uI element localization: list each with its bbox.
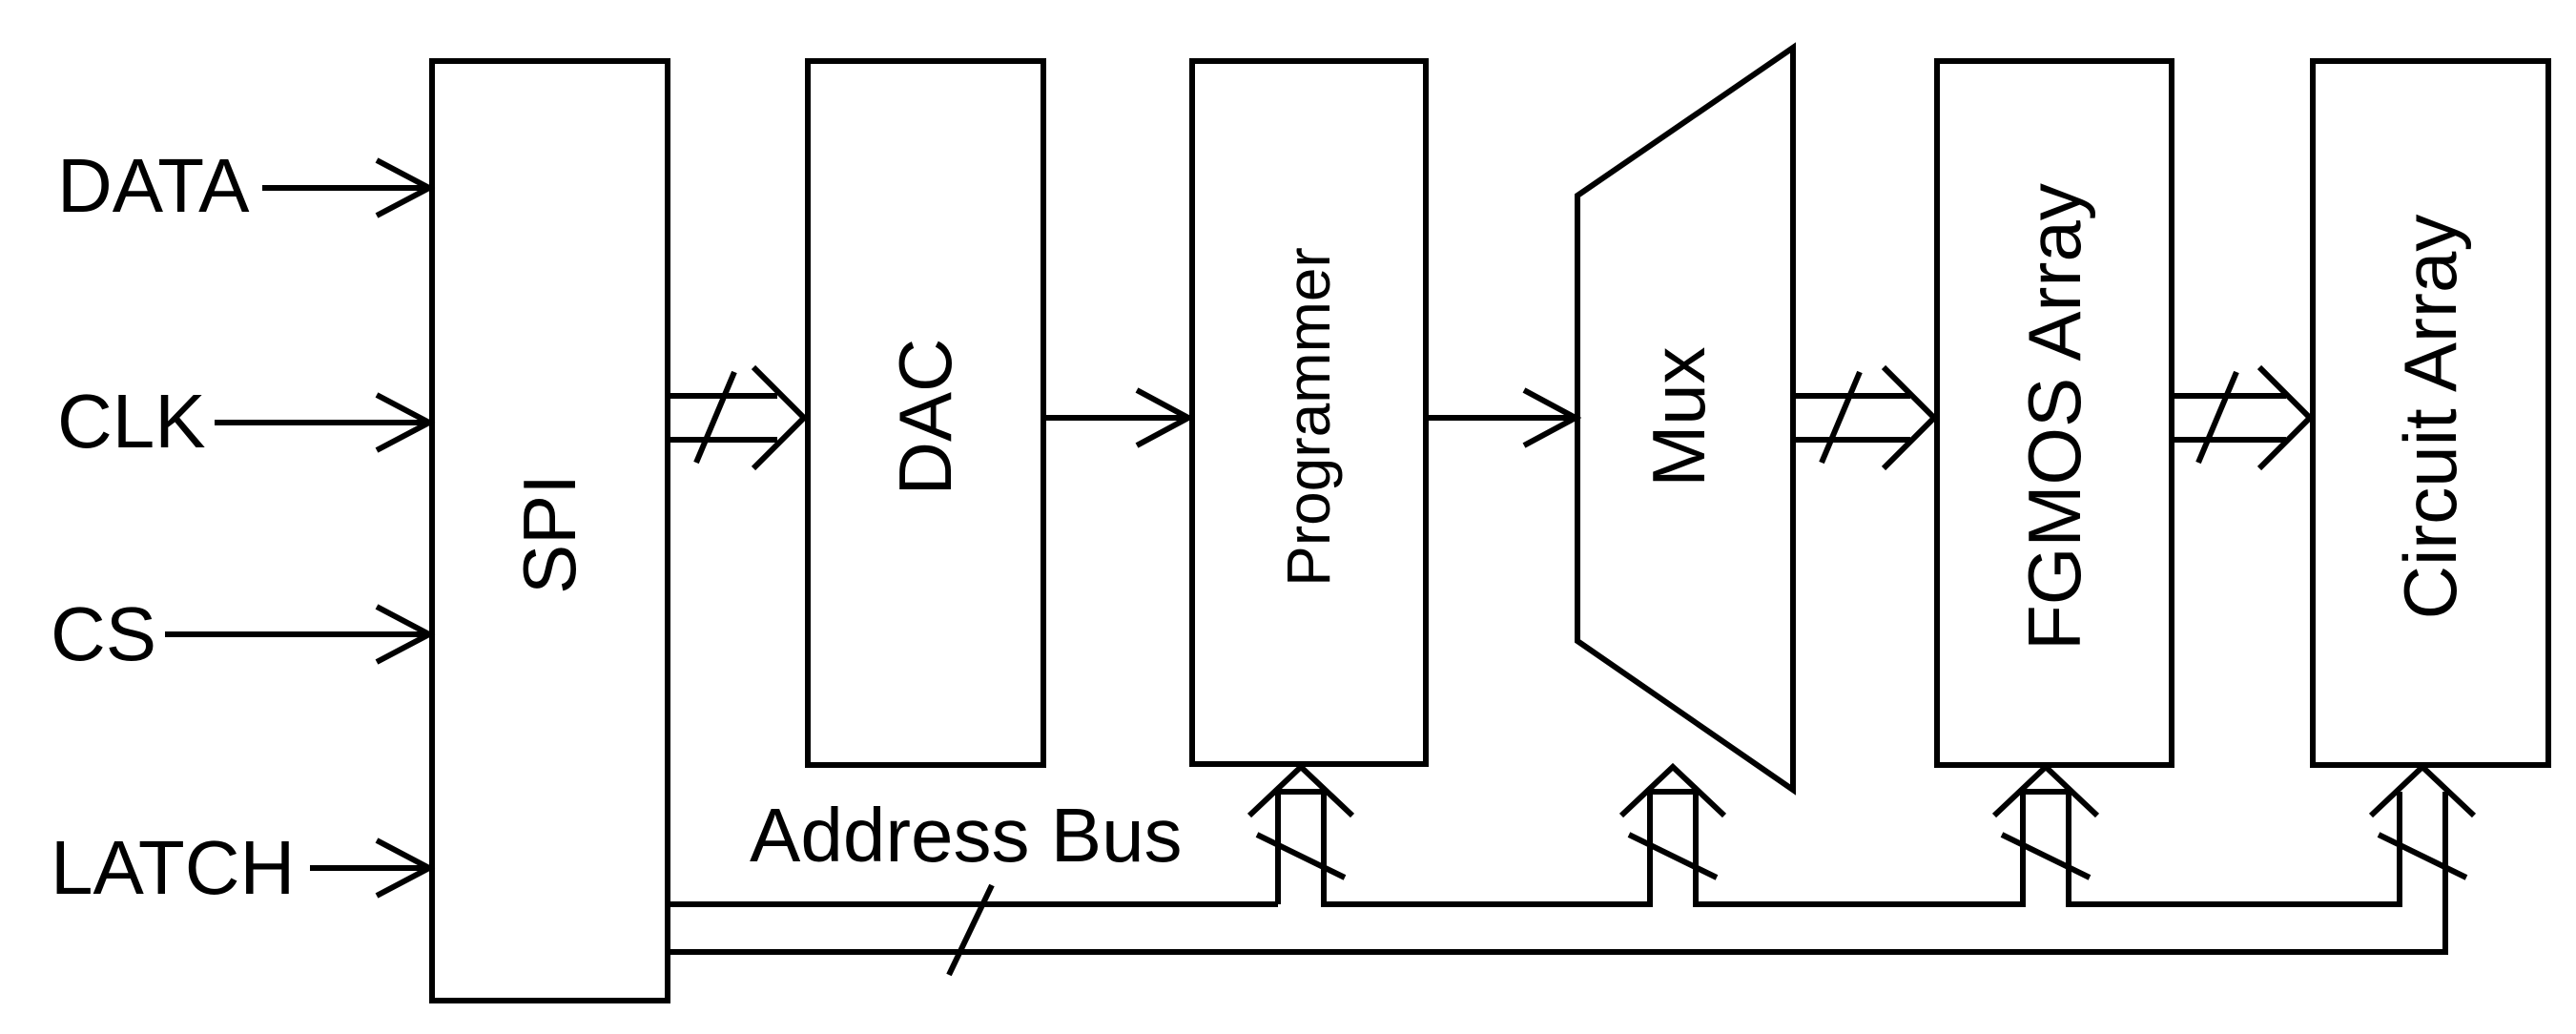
cs-label: CS <box>51 591 156 676</box>
mux-block <box>1575 42 1796 796</box>
programmer-block <box>1189 58 1429 767</box>
circuit-array-block <box>2310 58 2551 768</box>
dac-label: DAC <box>883 339 967 496</box>
circuit-array-label: Circuit Array <box>2388 215 2472 620</box>
address-bus-slash <box>946 883 995 977</box>
programmer-label: Programmer <box>1274 247 1343 587</box>
circuit-address-arrow <box>2368 762 2477 880</box>
mux-to-fgmos-bus-arrow <box>1795 364 1939 471</box>
data-input-arrow <box>262 157 436 218</box>
clk-input-arrow <box>215 392 436 453</box>
dac-to-programmer-arrow <box>1045 387 1195 448</box>
mux-label: Mux <box>1637 346 1721 486</box>
programmer-to-mux-arrow <box>1428 387 1582 448</box>
fgmos-array-block <box>1934 58 2174 768</box>
latch-label: LATCH <box>51 825 295 910</box>
fgmos-address-arrow <box>1991 762 2100 880</box>
mux-address-arrow <box>1618 762 1727 880</box>
spi-label: SPI <box>507 474 591 594</box>
clk-label: CLK <box>57 379 206 464</box>
cs-input-arrow <box>165 604 436 665</box>
address-bus <box>670 789 2448 977</box>
address-bus-label: Address Bus <box>750 793 1183 878</box>
latch-input-arrow <box>310 838 436 899</box>
programmer-address-arrow <box>1247 762 1355 880</box>
fgmos-array-label: FGMOS Array <box>2012 183 2096 651</box>
fgmos-to-circuit-bus-arrow <box>2174 364 2315 471</box>
spi-block <box>429 58 670 1003</box>
spi-to-dac-bus-arrow <box>670 364 809 471</box>
dac-block <box>805 58 1046 768</box>
data-label: DATA <box>57 143 250 228</box>
